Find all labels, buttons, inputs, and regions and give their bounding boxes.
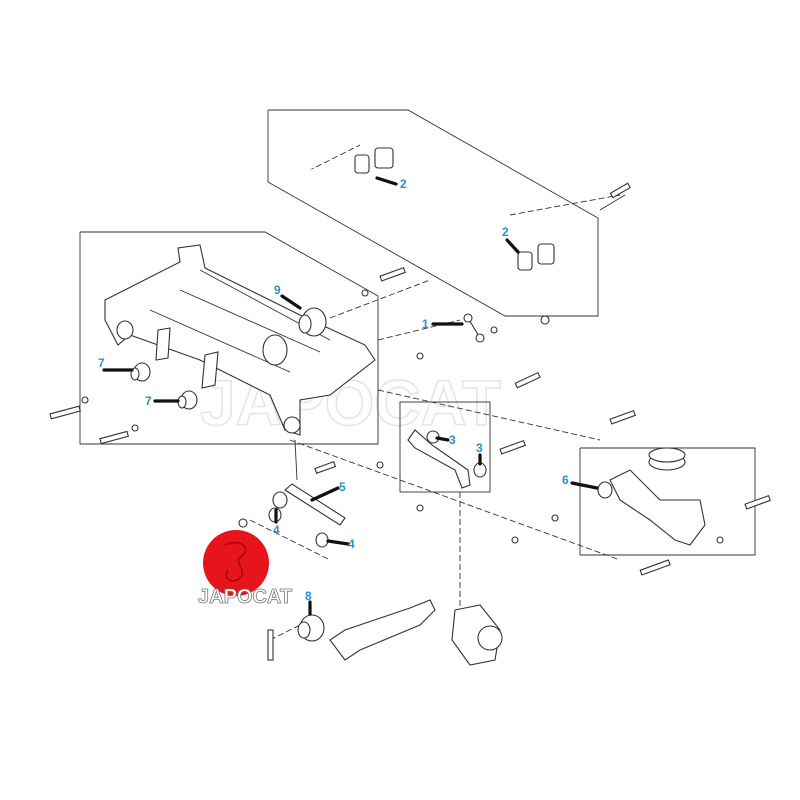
subframe-bushing-7a <box>130 362 151 382</box>
japocat-logo: JAPOCAT <box>198 530 292 608</box>
callout-7: 7 <box>98 356 105 370</box>
callout-2: 2 <box>502 225 509 239</box>
callout-2: 2 <box>400 177 407 191</box>
stabilizer-link <box>463 313 498 343</box>
leader-lines <box>102 176 599 616</box>
callout-3: 3 <box>476 441 483 455</box>
subframe-bushing-7b <box>177 390 198 410</box>
lower-arm-frame <box>579 447 756 556</box>
stabilizer-bar-frame <box>267 109 599 317</box>
trailing-arm-knuckle <box>297 599 503 666</box>
callout-4: 4 <box>273 523 280 537</box>
rear-subframe <box>104 244 376 481</box>
upper-control-arm <box>407 429 487 489</box>
callout-4: 4 <box>348 537 355 551</box>
callout-8: 8 <box>305 589 312 603</box>
stabilizer-bar <box>287 147 626 325</box>
logo-text: JAPOCAT <box>198 586 292 608</box>
callout-labels: 2 2 9 1 7 7 3 3 5 6 4 4 8 <box>98 177 569 603</box>
callout-9: 9 <box>274 283 281 297</box>
callout-3: 3 <box>449 433 456 447</box>
callout-1: 1 <box>422 317 429 331</box>
callout-6: 6 <box>562 473 569 487</box>
subframe-bushing-9 <box>298 307 327 337</box>
callout-7: 7 <box>145 394 152 408</box>
lower-control-arm <box>597 447 706 546</box>
upper-arm-frame <box>399 401 491 493</box>
lateral-arm <box>268 483 346 548</box>
bolts <box>49 182 771 661</box>
callout-5: 5 <box>339 480 346 494</box>
